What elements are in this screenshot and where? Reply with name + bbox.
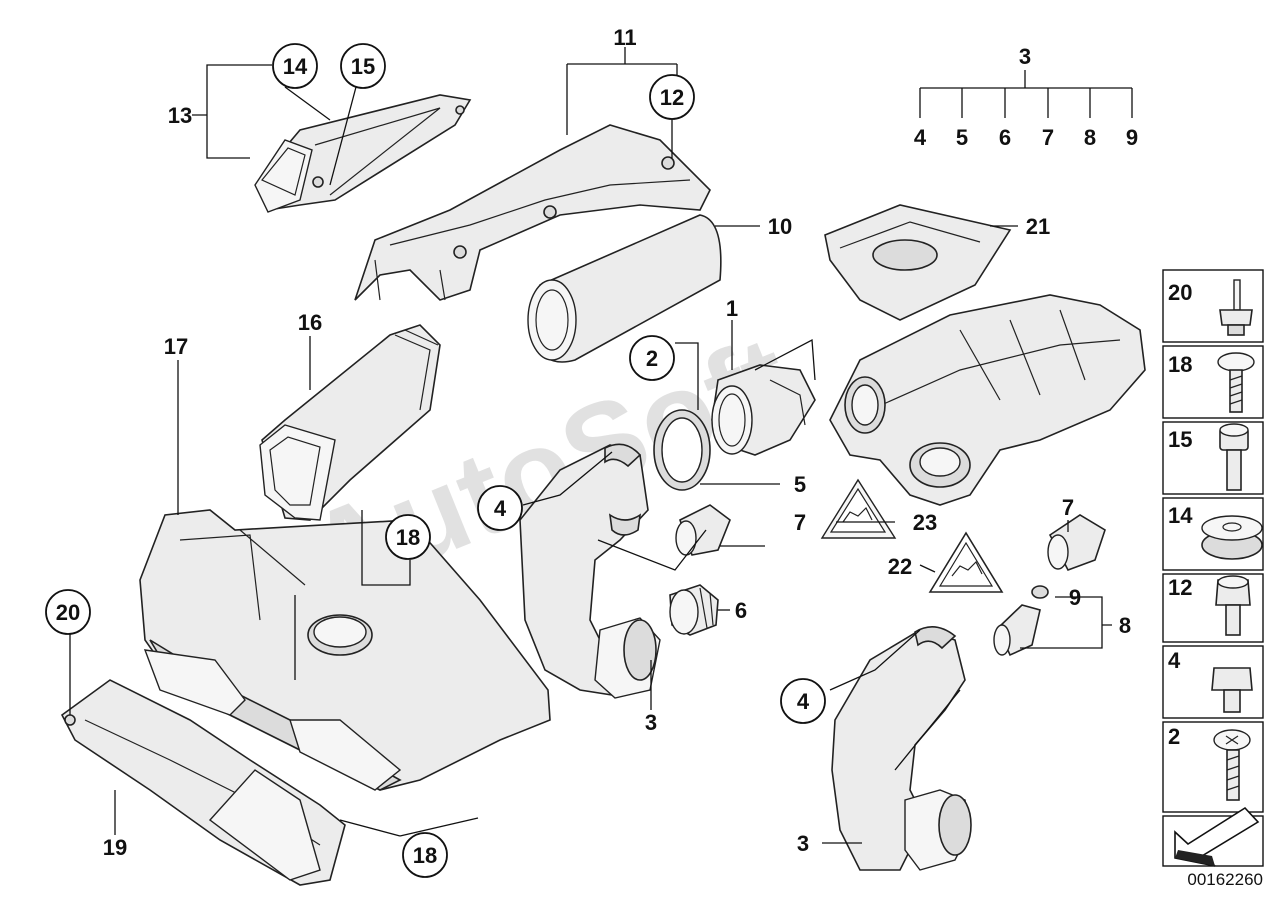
connector-6[interactable] (669, 584, 719, 636)
grommet-icon (1201, 515, 1263, 560)
callout-labels: 14 15 13 11 12 10 3 4 5 6 7 8 9 21 1 2 1… (56, 25, 1138, 868)
collar-screw-icon (1215, 575, 1251, 636)
callout-13: 13 (168, 103, 192, 128)
pin-icon (1219, 279, 1253, 336)
legend-12: 12 (1168, 575, 1192, 600)
callout-7-right: 7 (1062, 495, 1074, 520)
callout-7-left: 7 (794, 510, 806, 535)
callout-21: 21 (1026, 214, 1050, 239)
diagram-id: 00162260 (1187, 870, 1263, 889)
air-filter-element-10[interactable] (527, 214, 722, 363)
clip-9[interactable] (1031, 585, 1049, 599)
callout-3-mid: 3 (645, 710, 657, 735)
callout-17: 17 (164, 334, 188, 359)
warning-label-23[interactable] (820, 478, 897, 539)
callout-20: 20 (56, 600, 80, 625)
intake-hose-3-center[interactable] (519, 443, 661, 699)
fastener-legend: 20 18 15 14 12 4 2 (1162, 269, 1264, 867)
callout-7-top: 7 (1042, 125, 1054, 150)
callout-15: 15 (351, 54, 375, 79)
callout-14: 14 (283, 54, 308, 79)
leader-lines (69, 47, 1133, 844)
legend-4: 4 (1168, 648, 1181, 673)
callout-1: 1 (726, 296, 738, 321)
warning-label-22[interactable] (928, 531, 1004, 593)
callout-12: 12 (660, 85, 684, 110)
callout-8-top: 8 (1084, 125, 1096, 150)
hose-7-left[interactable] (675, 504, 731, 556)
hose-7-right[interactable] (1047, 514, 1106, 571)
callout-2: 2 (646, 346, 658, 371)
air-intake-duct-13[interactable] (254, 94, 472, 213)
tapping-screw-icon (1213, 729, 1251, 801)
callout-22: 22 (888, 554, 912, 579)
seal-ring-5[interactable] (653, 409, 711, 491)
legend-20: 20 (1168, 280, 1192, 305)
callout-4-right: 4 (797, 689, 810, 714)
legend-14: 14 (1168, 503, 1193, 528)
callout-8: 8 (1119, 613, 1131, 638)
legend-2: 2 (1168, 724, 1180, 749)
air-mass-meter-1[interactable] (711, 364, 816, 456)
callout-19: 19 (103, 835, 127, 860)
intake-duct-16[interactable] (259, 324, 441, 521)
legend-15: 15 (1168, 427, 1192, 452)
callout-4-left: 4 (494, 496, 507, 521)
callout-6: 6 (735, 598, 747, 623)
connector-8[interactable] (993, 604, 1041, 657)
direction-arrow-icon (1174, 806, 1260, 867)
callout-16: 16 (298, 310, 322, 335)
cylinder-head-cover[interactable] (829, 294, 1146, 506)
callout-6-top: 6 (999, 125, 1011, 150)
callout-9-top: 9 (1126, 125, 1138, 150)
callout-10: 10 (768, 214, 792, 239)
screw-washer-icon (1217, 352, 1255, 413)
hex-bolt-icon (1211, 667, 1253, 713)
callout-11: 11 (613, 25, 636, 50)
legend-18: 18 (1168, 352, 1192, 377)
cylinder-head-cover-21[interactable] (824, 204, 1012, 321)
callout-circles (45, 43, 826, 878)
callout-5: 5 (794, 472, 806, 497)
intake-silencer-housing-17[interactable] (139, 509, 551, 791)
callout-23: 23 (913, 510, 937, 535)
callout-3-bottom: 3 (797, 831, 809, 856)
callout-3-top: 3 (1019, 44, 1031, 69)
cap-screw-icon (1219, 423, 1249, 491)
intake-hose-3-right[interactable] (831, 626, 972, 871)
callout-4-top: 4 (914, 125, 927, 150)
callout-18-mid: 18 (396, 525, 420, 550)
intake-silencer-cover-11[interactable] (354, 124, 711, 301)
callout-18-bottom: 18 (413, 843, 437, 868)
callout-9: 9 (1069, 585, 1081, 610)
lower-air-duct-19[interactable] (60, 679, 346, 886)
callout-5-top: 5 (956, 125, 968, 150)
